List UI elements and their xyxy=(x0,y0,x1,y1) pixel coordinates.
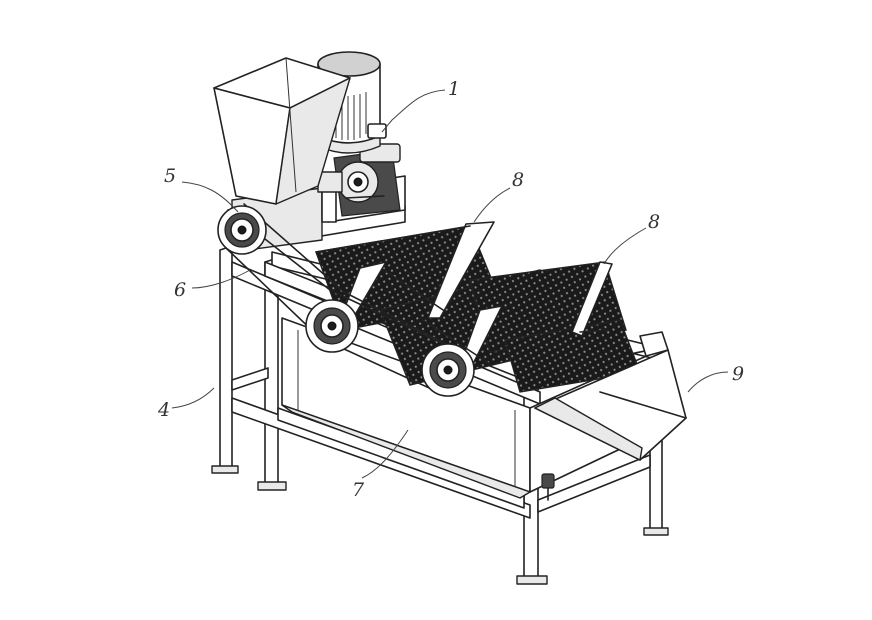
callout-9: 9 xyxy=(732,363,744,385)
gearbox xyxy=(317,143,401,217)
pulley-main xyxy=(217,205,267,255)
screen-supports xyxy=(315,221,613,365)
pulley-middle xyxy=(305,299,359,353)
hopper xyxy=(213,57,351,205)
callout-8-upper: 8 xyxy=(512,169,524,191)
callout-7: 7 xyxy=(352,479,365,501)
chute xyxy=(534,331,687,461)
callout-8-lower: 8 xyxy=(648,211,660,233)
pulley-lower xyxy=(421,343,475,397)
leader-lines xyxy=(171,89,729,479)
callout-4: 4 xyxy=(157,399,170,421)
callout-5: 5 xyxy=(164,165,176,187)
callout-1: 1 xyxy=(448,78,460,100)
callout-labels: 1 4 5 6 7 8 8 9 xyxy=(157,78,744,501)
callout-6: 6 xyxy=(174,279,186,301)
